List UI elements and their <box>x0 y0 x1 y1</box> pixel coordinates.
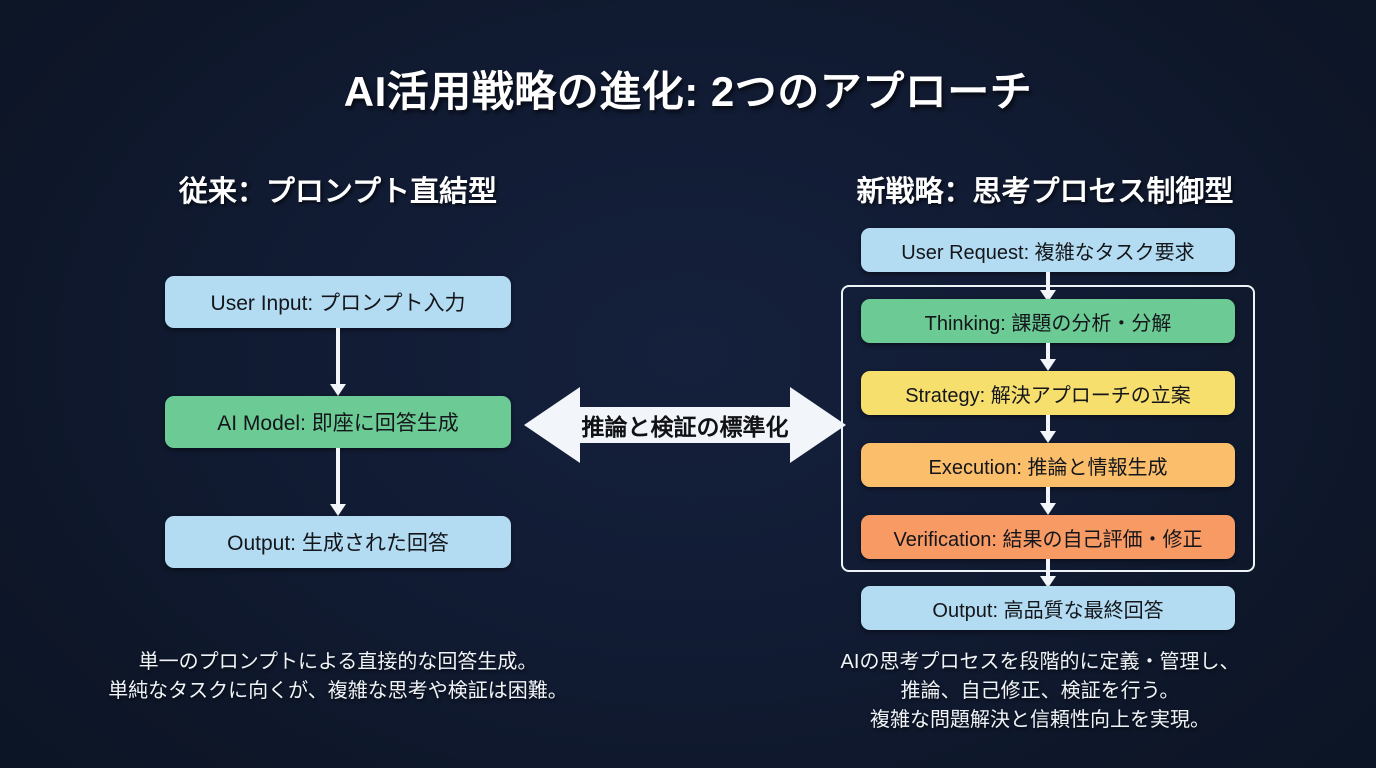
node-output-quality[interactable]: Output: 高品質な最終回答 <box>861 586 1235 630</box>
right-column-heading: 新戦略：思考プロセス制御型 <box>856 176 1234 208</box>
node-execution[interactable]: Execution: 推論と情報生成 <box>861 443 1235 487</box>
node-verification[interactable]: Verification: 結果の自己評価・修正 <box>861 515 1235 559</box>
right-caption-line-3: 複雑な問題解決と信頼性向上を実現。 <box>870 709 1210 731</box>
arrow-left-1 <box>330 328 346 396</box>
arrow-right-2 <box>1040 415 1056 445</box>
comparison-double-arrow-icon <box>524 385 846 465</box>
right-caption-line-1: AIの思考プロセスを段階的に定義・管理し、 <box>840 651 1240 673</box>
left-caption-line-1: 単一のプロンプトによる直接的な回答生成。 <box>138 651 538 673</box>
arrow-right-1 <box>1040 343 1056 373</box>
node-user-request[interactable]: User Request: 複雑なタスク要求 <box>861 228 1235 272</box>
node-ai-model[interactable]: AI Model: 即座に回答生成 <box>165 396 511 448</box>
left-caption-line-2: 単純なタスクに向くが、複雑な思考や検証は困難。 <box>108 680 568 702</box>
left-column-caption: 単一のプロンプトによる直接的な回答生成。 単純なタスクに向くが、複雑な思考や検証… <box>38 648 638 706</box>
arrow-left-2 <box>330 448 346 516</box>
right-caption-line-2: 推論、自己修正、検証を行う。 <box>900 680 1180 702</box>
arrow-right-4 <box>1040 559 1056 589</box>
left-column-heading: 従来：プロンプト直結型 <box>178 176 498 208</box>
arrow-right-3 <box>1040 487 1056 517</box>
arrow-right-0 <box>1040 272 1056 302</box>
right-column-caption: AIの思考プロセスを段階的に定義・管理し、 推論、自己修正、検証を行う。 複雑な… <box>740 648 1340 735</box>
page-title: AI活用戦略の進化: 2つのアプローチ <box>343 68 1033 115</box>
node-strategy[interactable]: Strategy: 解決アプローチの立案 <box>861 371 1235 415</box>
node-thinking[interactable]: Thinking: 課題の分析・分解 <box>861 299 1235 343</box>
node-output-simple[interactable]: Output: 生成された回答 <box>165 516 511 568</box>
node-user-input[interactable]: User Input: プロンプト入力 <box>165 276 511 328</box>
